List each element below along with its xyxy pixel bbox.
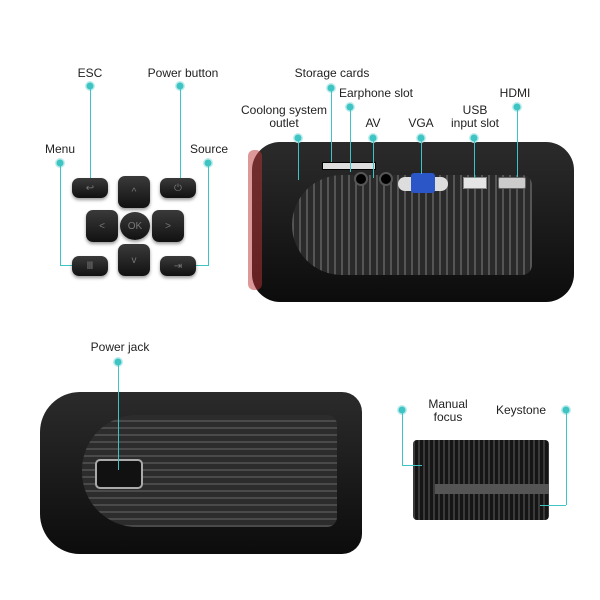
- leader-line: [402, 465, 422, 466]
- wheel-divider: [435, 484, 549, 494]
- label-power-jack: Power jack: [90, 340, 150, 354]
- usb-port: [463, 177, 487, 189]
- label-av: AV: [365, 116, 381, 130]
- label-hdmi: HDMI: [499, 86, 531, 100]
- leader-line: [474, 138, 475, 178]
- power-jack-port: [95, 459, 143, 489]
- label-line: input slot: [450, 116, 500, 130]
- up-key[interactable]: ^: [118, 176, 150, 208]
- label-line: outlet: [269, 116, 299, 130]
- label-storage-cards: Storage cards: [294, 66, 370, 80]
- leader-line: [517, 107, 518, 177]
- power-key[interactable]: ⏻: [160, 178, 196, 198]
- label-line: Coolong system: [240, 103, 328, 117]
- earphone-jack: [354, 172, 368, 186]
- leader-line: [60, 163, 61, 265]
- left-key[interactable]: <: [86, 210, 118, 242]
- leader-line: [90, 86, 91, 182]
- label-keystone: Keystone: [495, 403, 547, 417]
- label-source: Source: [189, 142, 229, 156]
- label-earphone-slot: Earphone slot: [338, 86, 414, 100]
- storage-card-slot: [322, 162, 376, 170]
- label-line: USB: [462, 103, 488, 117]
- label-power-button: Power button: [147, 66, 219, 80]
- vga-port: [411, 173, 435, 193]
- esc-key[interactable]: ↩: [72, 178, 108, 198]
- leader-line: [195, 265, 209, 266]
- leader-line: [566, 410, 567, 505]
- leader-line: [331, 88, 332, 162]
- label-esc: ESC: [77, 66, 103, 80]
- av-jack: [379, 172, 393, 186]
- label-vga: VGA: [408, 116, 434, 130]
- label-cooling-outlet: Coolong system outlet: [241, 104, 327, 130]
- leader-line: [373, 138, 374, 178]
- leader-line: [402, 410, 403, 465]
- source-key[interactable]: ⇥: [160, 256, 196, 276]
- label-line: focus: [433, 410, 463, 424]
- leader-line: [208, 163, 209, 265]
- hdmi-port: [498, 177, 526, 189]
- leader-line: [180, 86, 181, 182]
- leader-line: [118, 362, 119, 470]
- focus-keystone-wheels: [413, 440, 549, 520]
- leader-line: [298, 138, 299, 180]
- down-key[interactable]: v: [118, 244, 150, 276]
- label-usb-input-slot: USB input slot: [451, 104, 499, 130]
- label-manual-focus: Manual focus: [428, 398, 467, 424]
- label-line: Manual: [428, 397, 468, 411]
- right-key[interactable]: >: [152, 210, 184, 242]
- menu-key[interactable]: Ⅲ: [72, 256, 108, 276]
- leader-line: [60, 265, 74, 266]
- leader-line: [350, 107, 351, 172]
- leader-line: [421, 138, 422, 174]
- ok-key[interactable]: OK: [120, 212, 150, 240]
- label-menu: Menu: [44, 142, 76, 156]
- leader-line: [540, 505, 566, 506]
- side-accent: [248, 150, 262, 290]
